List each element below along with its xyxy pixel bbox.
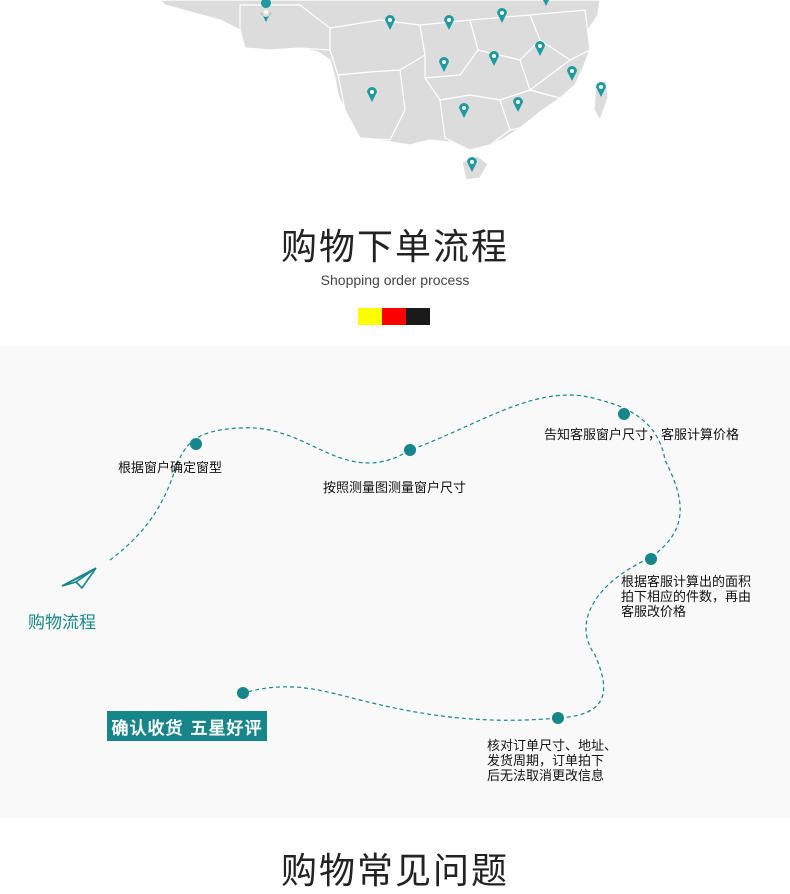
location-pin-icon	[489, 51, 499, 66]
china-map	[159, 0, 609, 181]
flow-label: 购物流程	[28, 613, 96, 633]
location-pin-icon	[596, 82, 606, 97]
flow-dashed-path	[109, 394, 681, 721]
step-marker	[618, 408, 630, 420]
flow-step-2: 按照测量图测量窗户尺寸	[323, 481, 467, 496]
location-pin-icon	[459, 103, 469, 118]
location-pin-icon	[513, 97, 523, 112]
location-pin-icon	[567, 66, 577, 81]
paper-plane-icon	[61, 567, 97, 590]
location-pin-icon	[497, 8, 507, 23]
location-pin-icon	[367, 87, 377, 102]
location-pin-icon	[385, 15, 395, 30]
color-swatches	[358, 308, 430, 325]
location-pin-icon	[444, 15, 454, 30]
store-markers	[261, 0, 606, 172]
step-marker	[645, 553, 657, 565]
location-pin-icon	[261, 0, 271, 22]
step-marker	[552, 712, 564, 724]
step-marker	[237, 687, 249, 699]
flow-step-3: 告知客服窗户尺寸，客服计算价格	[544, 428, 740, 443]
final-step-badge: 确认收货 五星好评	[107, 711, 267, 741]
faq-title: 购物常见问题	[280, 851, 509, 892]
process-subtitle: Shopping order process	[320, 272, 470, 288]
flow-step-4: 根据客服计算出的面积 拍下相应的件数，再由 客服改价格	[621, 575, 752, 620]
flow-step-1: 根据窗户确定窗型	[118, 461, 223, 476]
step-marker	[190, 438, 202, 450]
swatch-red	[382, 308, 406, 325]
swatch-yellow	[358, 308, 382, 325]
flow-step-markers	[190, 408, 657, 724]
flow-step-5: 核对订单尺寸、地址、 发货周期，订单拍下 后无法取消更改信息	[487, 739, 618, 784]
step-marker	[404, 444, 416, 456]
process-title: 购物下单流程	[280, 227, 509, 268]
location-pin-icon	[439, 57, 449, 72]
map-regions	[159, 0, 609, 181]
location-pin-icon	[467, 157, 477, 172]
location-pin-icon	[535, 41, 545, 56]
location-pin-icon	[543, 0, 549, 6]
flow-path-diagram	[61, 394, 681, 724]
swatch-black	[406, 308, 430, 325]
